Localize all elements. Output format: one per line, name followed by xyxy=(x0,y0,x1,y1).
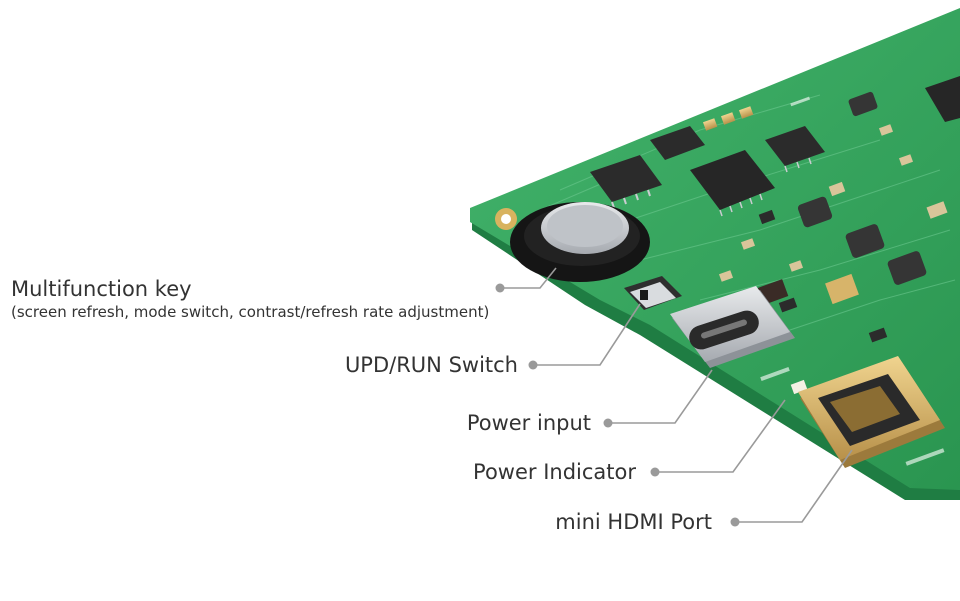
smd-components xyxy=(718,124,948,305)
dot-multifunction-key xyxy=(495,283,505,293)
upd-run-switch-part xyxy=(624,276,682,310)
multifunction-key-subtitle: (screen refresh, mode switch, contrast/r… xyxy=(11,303,490,321)
leader-multifunction-key xyxy=(500,267,557,289)
ic-chip-3 xyxy=(650,126,705,160)
dot-upd-run-switch xyxy=(528,360,538,370)
ic-chip-5 xyxy=(925,76,960,122)
silkscreen-marks xyxy=(760,96,945,466)
pcb-board xyxy=(470,8,960,490)
ic-chip-1 xyxy=(590,155,662,209)
power-indicator-label: Power Indicator xyxy=(473,460,636,484)
multifunction-key-title: Multifunction key xyxy=(11,277,192,301)
dot-power-indicator xyxy=(650,467,660,477)
gold-pads xyxy=(702,106,754,131)
mini-hdmi-port xyxy=(798,356,945,468)
leader-mini-hdmi xyxy=(735,449,853,523)
ic-chip-4 xyxy=(765,126,825,173)
leader-dots xyxy=(495,283,740,527)
power-input-label: Power input xyxy=(466,411,591,435)
inductors xyxy=(797,91,927,285)
leader-power-indicator xyxy=(655,399,786,473)
dot-mini-hdmi xyxy=(730,517,740,527)
leader-upd-run-switch xyxy=(533,303,641,366)
upd-run-switch-label: UPD/RUN Switch xyxy=(344,353,518,377)
leader-lines xyxy=(500,267,853,523)
dot-power-input xyxy=(603,418,613,428)
coin-cell-battery xyxy=(510,202,650,282)
usb-c-port xyxy=(670,286,795,368)
leader-power-input xyxy=(608,369,713,424)
ic-chip-2 xyxy=(690,150,775,217)
mini-hdmi-port-label: mini HDMI Port xyxy=(555,510,712,534)
